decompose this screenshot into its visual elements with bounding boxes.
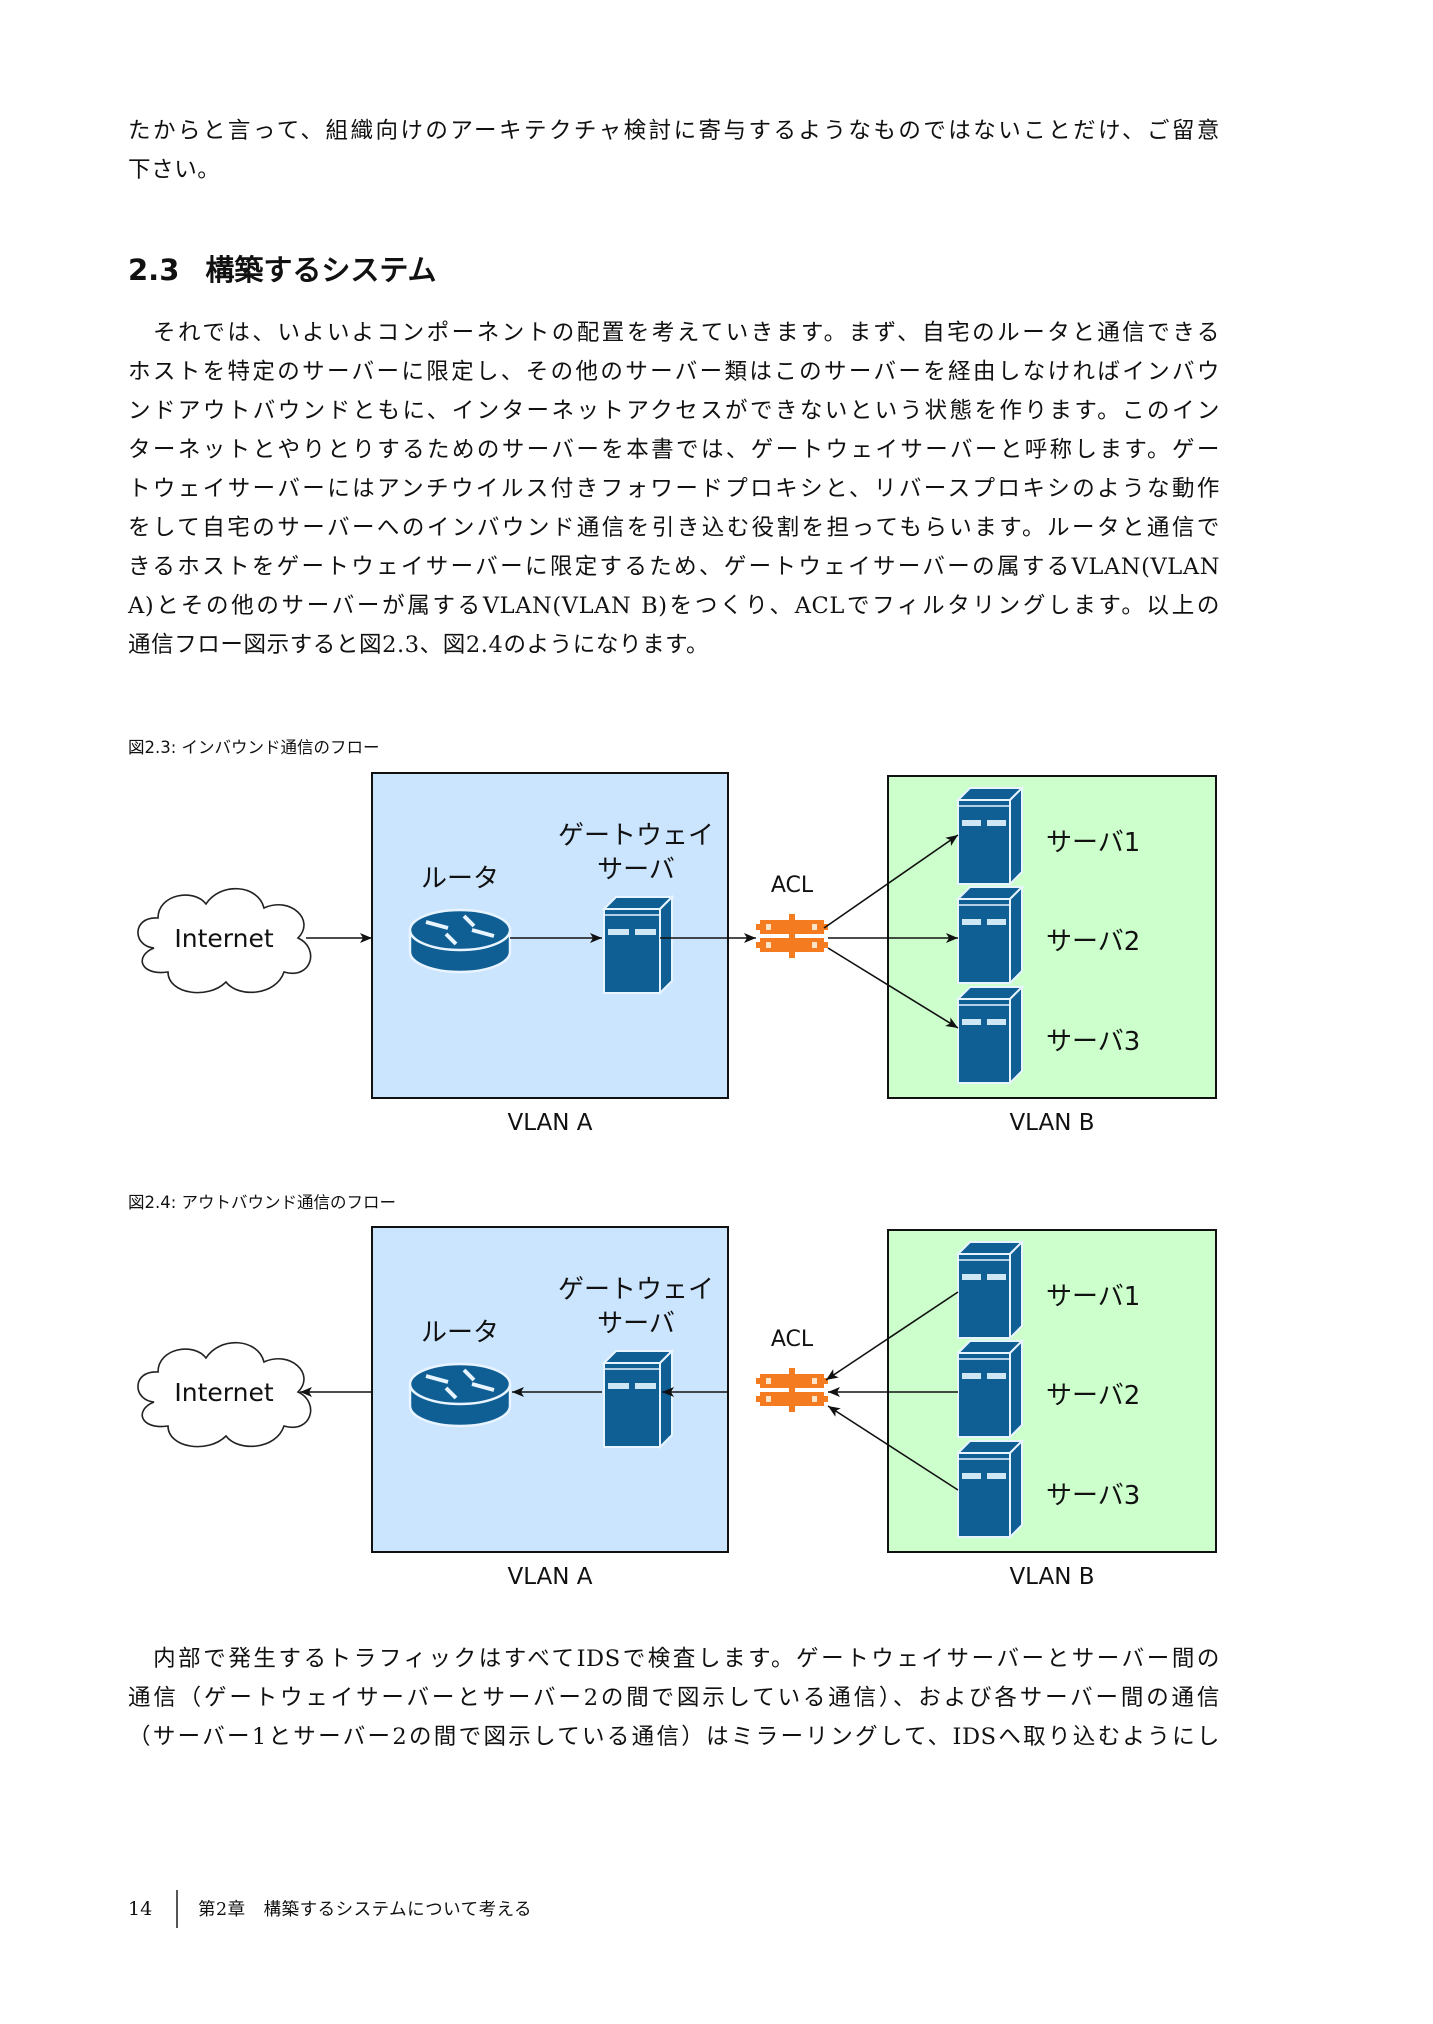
paragraph-line: それでは、いよいよコンポーネントの配置を考えていきます。まず、自宅のルータと通信… (128, 320, 1220, 346)
internet-label: Internet (174, 924, 273, 953)
gateway-label: サーバ (597, 1309, 675, 1339)
figure-outbound-flow: VLAN A VLAN B Internet ルータ ゲートウェイサーバ ACL サーバ1 サ… (128, 1224, 1228, 1624)
figure-caption: 図2.3: インバウンド通信のフロー (128, 738, 380, 757)
vlan-b-label: VLAN B (1009, 1564, 1094, 1590)
server-icon (955, 1338, 1025, 1440)
cloud-icon (137, 1341, 312, 1448)
paragraph-line: （サーバー1とサーバー2の間で図示している通信）はミラーリングして、IDSへ取り… (128, 1724, 1220, 1750)
server-label: サーバ3 (1046, 1481, 1140, 1511)
section-heading: 2.3 構築するシステム (128, 252, 437, 288)
figure-inbound-flow: VLAN A VLAN B Internet ルータ ゲートウェイサーバ ACL サーバ1 サ… (128, 770, 1228, 1170)
server-label: サーバ1 (1046, 1282, 1140, 1312)
paragraph-line: ホストを特定のサーバーに限定し、その他のサーバー類はこのサーバーを経由しなければ… (128, 359, 1220, 385)
flow-arrow (662, 1387, 728, 1397)
section-title: 構築するシステム (205, 253, 437, 287)
cloud-icon (137, 887, 312, 994)
acl-firewall-icon (756, 914, 828, 958)
flow-arrow (306, 933, 372, 943)
server-label: サーバ2 (1046, 1381, 1140, 1411)
figure-caption: 図2.4: アウトバウンド通信のフロー (128, 1193, 397, 1212)
acl-label: ACL (771, 1327, 814, 1352)
intro-line-2: 下さい。 (128, 157, 221, 183)
flow-arrow (827, 1405, 959, 1491)
vlan-b-label: VLAN B (1009, 1110, 1094, 1136)
paragraph-line: きるホストをゲートウェイサーバーに限定するため、ゲートウェイサーバーの属するVL… (128, 554, 1220, 580)
router-label: ルータ (421, 864, 499, 894)
footer-divider (176, 1890, 178, 1928)
paragraph-line: ンドアウトバウンドともに、インターネットアクセスができないという状態を作ります。… (128, 398, 1220, 424)
paragraph-line: A)とその他のサーバーが属するVLAN(VLAN B)をつくり、ACLでフィルタ… (128, 593, 1220, 619)
intro-line-1: たからと言って、組織向けのアーキテクチャ検討に寄与するようなものではないことだけ… (128, 118, 1220, 144)
router-label: ルータ (421, 1318, 499, 1348)
flow-arrow (825, 1291, 959, 1381)
server-label: サーバ3 (1046, 1027, 1140, 1057)
section-number: 2.3 (128, 253, 180, 287)
gateway-label: ゲートウェイ (558, 821, 714, 851)
gateway-server-icon (601, 1348, 675, 1450)
flow-arrow (828, 1387, 958, 1397)
paragraph-line: 内部で発生するトラフィックはすべてIDSで検査します。ゲートウェイサーバーとサー… (128, 1646, 1220, 1672)
paragraph-line: 通信フロー図示すると図2.3、図2.4のようになります。 (128, 632, 710, 658)
gateway-server-icon (601, 894, 675, 996)
server-icon (955, 1438, 1025, 1540)
paragraph-line: ターネットとやりとりするためのサーバーを本書では、ゲートウェイサーバーと呼称しま… (128, 437, 1220, 463)
server-label: サーバ1 (1046, 828, 1140, 858)
vlan-a-label: VLAN A (507, 1564, 592, 1590)
gateway-label: サーバ (597, 855, 675, 885)
server-icon (955, 884, 1025, 986)
flow-arrow (512, 1387, 602, 1397)
paragraph-line: 通信（ゲートウェイサーバーとサーバー2の間で図示している通信）、および各サーバー… (128, 1685, 1220, 1711)
page-number: 14 (128, 1898, 153, 1920)
vlan-a-label: VLAN A (507, 1110, 592, 1136)
router-icon (408, 1362, 512, 1428)
acl-label: ACL (771, 873, 814, 898)
internet-label: Internet (174, 1378, 273, 1407)
server-icon (955, 785, 1025, 887)
paragraph-line: トウェイサーバーにはアンチウイルス付きフォワードプロキシと、リバースプロキシのよ… (128, 476, 1220, 502)
vlan-b-box (887, 1229, 1217, 1553)
server-icon (955, 984, 1025, 1086)
running-chapter-title: 第2章 構築するシステムについて考える (198, 1900, 533, 1920)
flow-arrow (828, 933, 958, 943)
gateway-label: ゲートウェイ (558, 1275, 714, 1305)
server-label: サーバ2 (1046, 927, 1140, 957)
acl-firewall-icon (756, 1368, 828, 1412)
flow-arrow (660, 933, 756, 943)
vlan-b-box (887, 775, 1217, 1099)
server-icon (955, 1239, 1025, 1341)
flow-arrow (827, 947, 959, 1029)
router-icon (408, 908, 512, 974)
network-diagram: VLAN A VLAN B Internet ルータ ゲートウェイサーバ ACL サーバ1 サ… (137, 772, 1217, 1136)
flow-arrow (510, 933, 602, 943)
network-diagram: VLAN A VLAN B Internet ルータ ゲートウェイサーバ ACL サーバ1 サ… (137, 1226, 1217, 1590)
paragraph-line: をして自宅のサーバーへのインバウンド通信を引き込む役割を担ってもらいます。ルータ… (128, 515, 1220, 541)
flow-arrow (300, 1387, 372, 1397)
flow-arrow (823, 834, 959, 929)
